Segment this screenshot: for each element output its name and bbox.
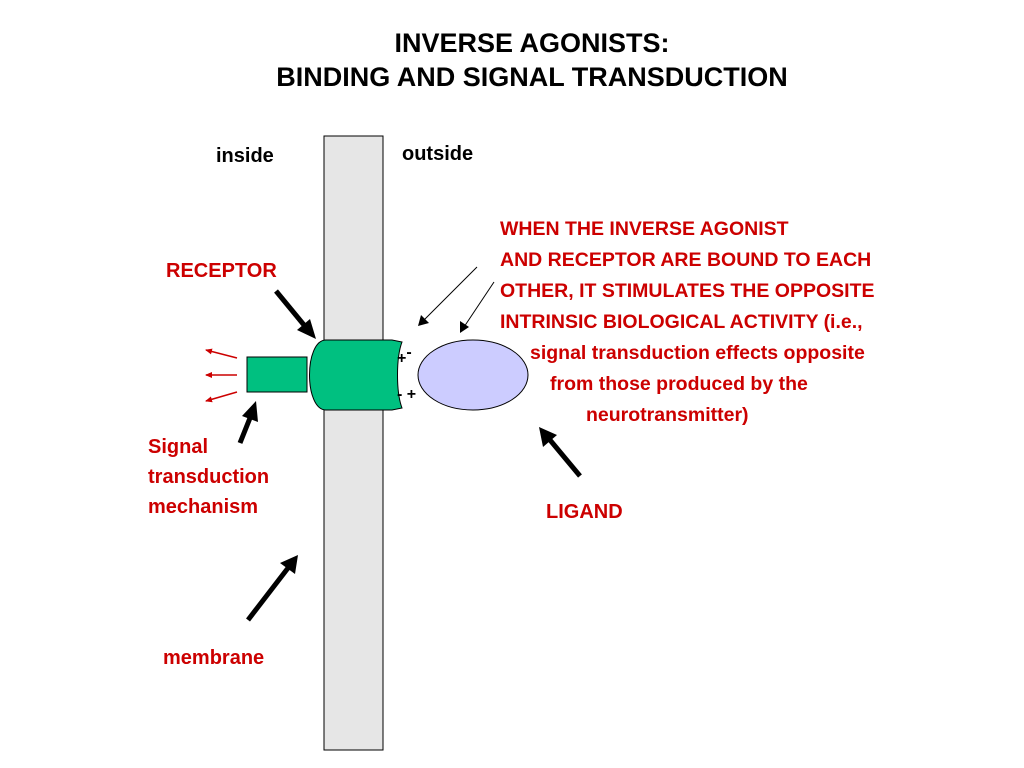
ligand-ellipse [417, 339, 529, 411]
charge-top-minus: - [406, 344, 412, 361]
title-line-1: INVERSE AGONISTS: [394, 28, 670, 58]
inside-label: inside [216, 145, 274, 167]
signal-label-line-1: Signal [148, 436, 209, 458]
signal-label-line-3: mechanism [148, 496, 259, 518]
title-line-2: BINDING AND SIGNAL TRANSDUCTION [276, 62, 788, 92]
description-text: WHEN THE INVERSE AGONIST AND RECEPTOR AR… [500, 214, 875, 431]
description-pointer-arrow-1 [418, 266, 478, 326]
ligand-label: LIGAND [546, 501, 623, 523]
signal-arrow-bottom [205, 391, 238, 403]
membrane-pointer-arrow [246, 555, 298, 622]
charge-bottom: - + [397, 386, 417, 403]
signal-arrow-top [205, 348, 238, 359]
signal-label-line-2: transduction [148, 466, 270, 488]
outside-label: outside [402, 143, 474, 165]
description-line-3: OTHER, IT STIMULATES THE OPPOSITE [500, 280, 875, 302]
ligand-pointer-arrow [539, 427, 582, 478]
membrane-bar [323, 135, 384, 751]
description-line-2: AND RECEPTOR ARE BOUND TO EACH [500, 249, 872, 271]
charge-top: +- [397, 344, 412, 368]
signal-pointer-arrow [237, 401, 258, 444]
charge-top-plus: + [397, 350, 407, 367]
slide-title: INVERSE AGONISTS: BINDING AND SIGNAL TRA… [0, 26, 1024, 94]
signal-transduction-label: Signal transduction mechanism [148, 432, 269, 522]
description-pointer-arrow-2 [460, 281, 495, 333]
description-line-6: from those produced by the [550, 373, 808, 395]
receptor-pointer-arrow [274, 289, 316, 339]
description-line-4: INTRINSIC BIOLOGICAL ACTIVITY (i.e., [500, 311, 863, 333]
receptor-label: RECEPTOR [166, 260, 277, 282]
description-line-1: WHEN THE INVERSE AGONIST [500, 218, 789, 240]
description-line-7: neurotransmitter) [586, 404, 749, 426]
membrane-label: membrane [163, 647, 265, 669]
receptor-body [309, 339, 403, 411]
signal-transduction-block [246, 356, 308, 393]
description-line-5: signal transduction effects opposite [530, 342, 865, 364]
